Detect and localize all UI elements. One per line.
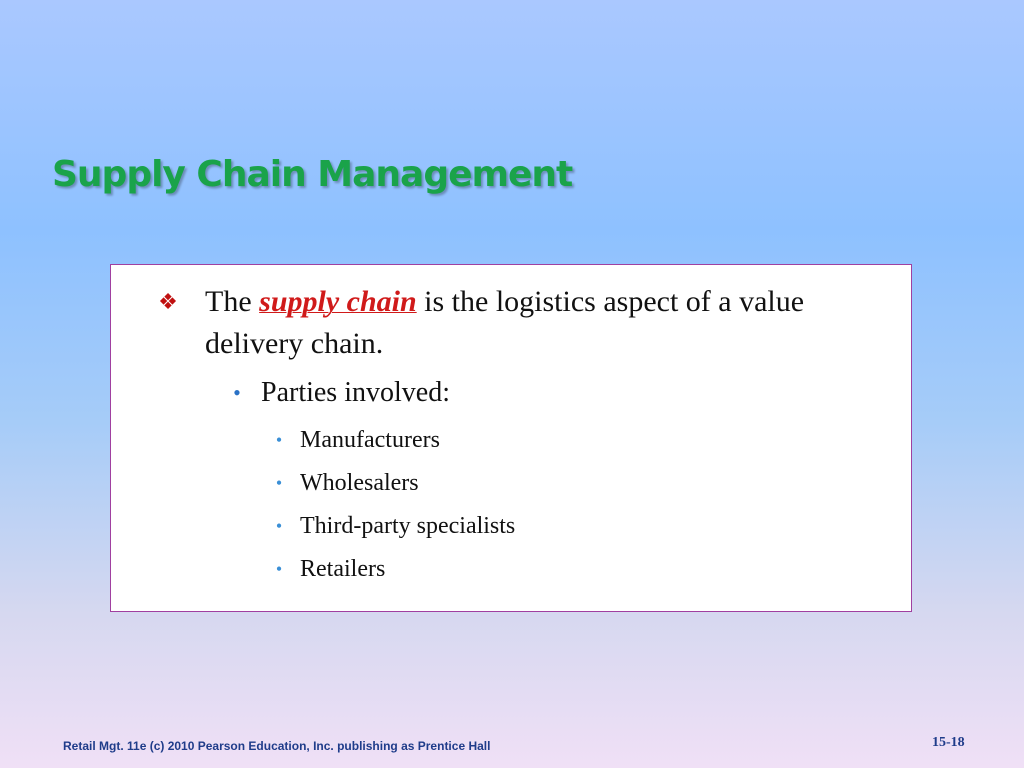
list-item-label: Manufacturers <box>300 427 440 453</box>
list-item: • Manufacturers <box>276 419 515 462</box>
list-item-label: Third-party specialists <box>300 513 516 539</box>
list-item-label: Retailers <box>300 556 386 582</box>
small-bullet-icon: • <box>275 473 283 493</box>
small-bullet-icon: • <box>275 559 283 579</box>
main-bullet-text-after: is the logistics aspect of a value deliv… <box>205 285 805 360</box>
slide-title: Supply Chain Management <box>52 154 573 195</box>
content-box: ❖ The supply chain is the logistics aspe… <box>110 264 912 612</box>
list-item-label: Wholesalers <box>300 470 419 496</box>
parties-list: • Manufacturers • Wholesalers • Third-pa… <box>276 419 516 591</box>
small-bullet-icon: • <box>275 516 283 536</box>
list-item: • Retailers <box>276 548 515 591</box>
round-bullet-icon: • <box>233 380 241 405</box>
list-item: • Wholesalers <box>276 462 515 505</box>
sub-bullet: • Parties involved: <box>233 373 450 413</box>
list-item: • Third-party specialists <box>276 505 516 548</box>
main-bullet-text-before: The <box>205 285 260 318</box>
main-bullet-emphasis: supply chain <box>259 285 417 318</box>
page-number: 15-18 <box>932 735 965 750</box>
footer-copyright: Retail Mgt. 11e (c) 2010 Pearson Educati… <box>63 739 491 753</box>
diamond-star-bullet-icon: ❖ <box>158 289 178 314</box>
sub-bullet-text: Parties involved: <box>261 377 450 408</box>
small-bullet-icon: • <box>275 430 283 450</box>
main-bullet: ❖ The supply chain is the logistics aspe… <box>158 281 855 365</box>
